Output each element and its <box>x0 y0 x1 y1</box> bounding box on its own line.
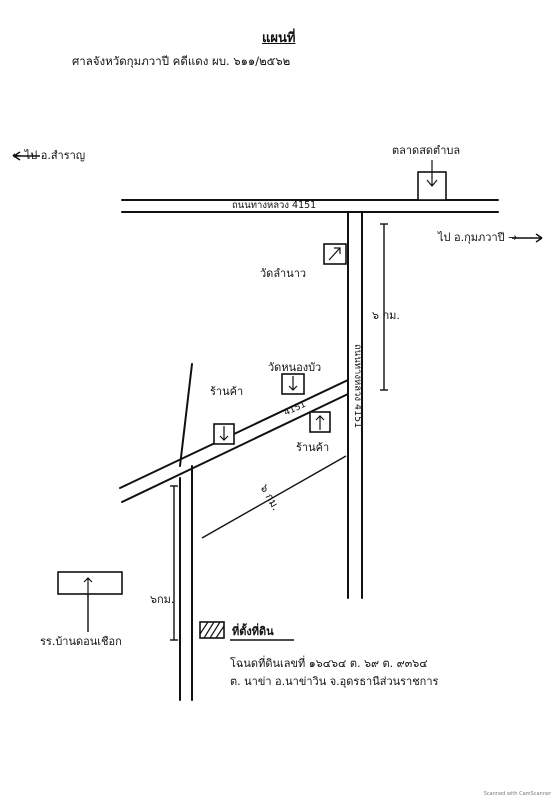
market-arrow-icon <box>426 160 438 187</box>
temple1-arrow-icon <box>328 247 341 261</box>
left-direction-arrow-icon <box>13 151 40 161</box>
shop1-arrow-icon <box>219 426 229 441</box>
shop2-label: ร้านค้า <box>296 441 330 454</box>
shop2-arrow-icon <box>315 415 325 430</box>
right-direction-arrow-icon <box>512 233 543 243</box>
direction-left-label: ← ไป อ.สำราญ <box>12 149 86 162</box>
school-box <box>57 571 123 595</box>
highway-label: ถนนทางหลวง 4151 <box>232 200 317 211</box>
temple1-label: วัดลำนาว <box>260 267 307 280</box>
dist-diag-line <box>201 455 347 539</box>
land-parcel-hatch <box>199 621 225 639</box>
temple2-label: วัดหนองบัว <box>268 361 322 374</box>
page-title: แผนที่ <box>262 31 296 46</box>
shop1-label: ร้านค้า <box>210 385 244 398</box>
direction-right-label: ไป อ.กุมภวาปี → <box>438 231 518 244</box>
location-line-2: ต. นาข่า อ.นาข่าวิน จ.อุดรธานีส่วนราชการ <box>230 675 439 688</box>
page-subtitle: ศาลจังหวัดกุมภวาปี คดีแดง ผบ. ๖๑๑/๒๕๖๒ <box>72 54 291 68</box>
location-line-1: โฉนดที่ดินเลขที่ ๑๖๔๖๔ ต. ๖๙ ต. ๙๓๖๔ <box>230 657 428 670</box>
scanner-watermark: Scanned with CamScanner <box>483 791 551 797</box>
school-label: รร.บ้านดอนเชือก <box>40 635 122 648</box>
market-label: ตลาดสดตำบล <box>392 144 461 157</box>
location-title: ที่ตั้งที่ดิน <box>232 625 274 638</box>
left-road-upper <box>179 363 193 467</box>
temple2-arrow-icon <box>288 376 298 391</box>
distance-left-label: ๖กม. <box>150 593 175 606</box>
vertical-road-label: ถนนทางหลวง 4151 <box>352 344 363 429</box>
distance-right-label: ๖ กม. <box>372 309 400 322</box>
